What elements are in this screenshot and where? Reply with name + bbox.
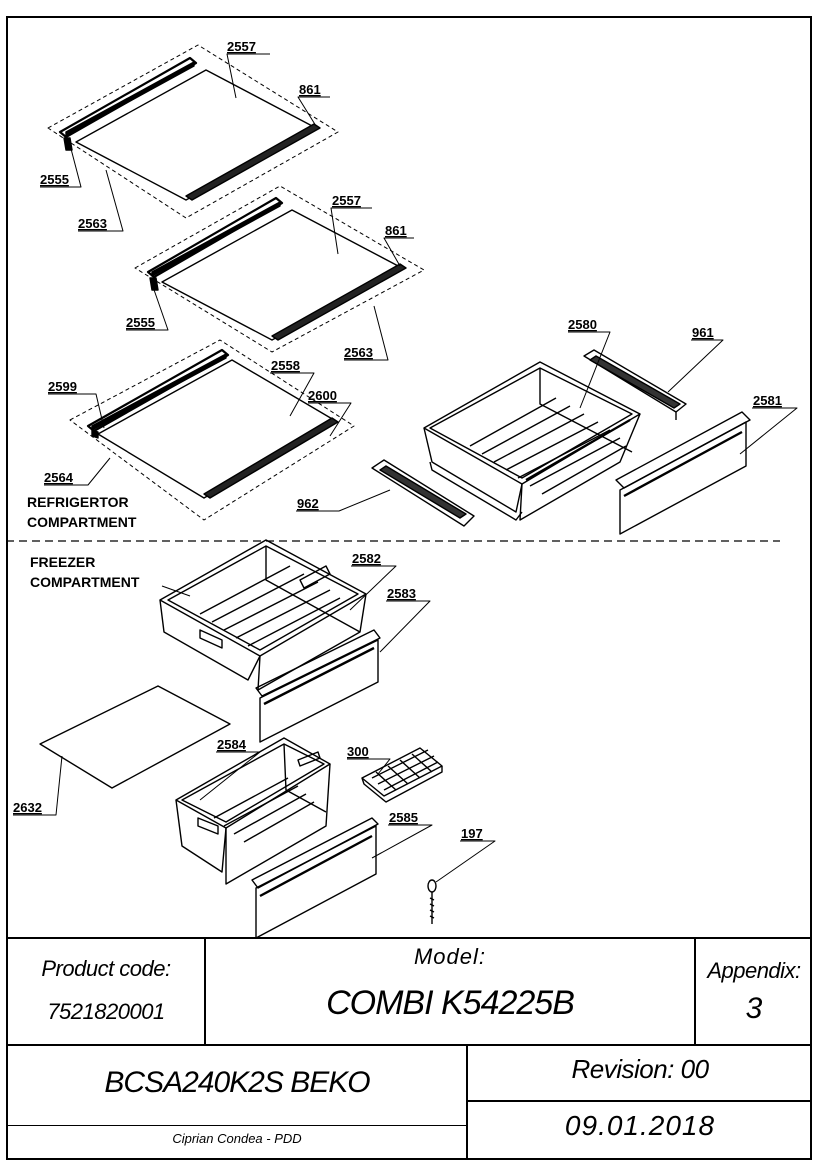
- leader-lines: [13, 53, 798, 883]
- callout-961: 961: [692, 325, 714, 340]
- callout-2563-b: 2563: [344, 345, 373, 360]
- appendix-value: 3: [745, 992, 763, 1025]
- product-name: BCSA240K2S BEKO: [104, 1066, 370, 1099]
- callout-861-a: 861: [299, 82, 321, 97]
- drawer-rail-962: [371, 459, 475, 527]
- callout-2564: 2564: [44, 470, 74, 485]
- revision: Revision: 00: [571, 1054, 709, 1084]
- callout-2599: 2599: [48, 379, 77, 394]
- freezer-drawer-2: [175, 737, 331, 885]
- zone-refrigerator-line1: REFRIGERTOR: [27, 494, 129, 510]
- glass-shelf-2: [134, 185, 425, 353]
- model-value: COMBI K54225B: [326, 984, 575, 1022]
- date: 09.01.2018: [564, 1110, 716, 1141]
- drawer-rail-961: [583, 349, 687, 420]
- ice-tray-300: [361, 747, 443, 803]
- callout-300: 300: [347, 744, 369, 759]
- product-code-value: 7521820001: [47, 999, 165, 1024]
- callout-2581: 2581: [753, 393, 782, 408]
- author: Ciprian Condea - PDD: [172, 1131, 302, 1146]
- callout-962: 962: [297, 496, 319, 511]
- callout-197: 197: [461, 826, 483, 841]
- glass-shelf-3: [69, 339, 355, 521]
- freezer-drawer-1: [159, 539, 367, 691]
- freezer-front-2585: [251, 817, 379, 939]
- crisper-front-2581: [615, 411, 751, 535]
- key-197: [427, 879, 437, 924]
- product-code-label: Product code:: [41, 956, 171, 981]
- freezer-front-2583: [255, 629, 381, 743]
- part-callouts: 2557 861 2555 2563 2557 861 2555 2563 25…: [13, 39, 782, 841]
- zone-freezer-line1: FREEZER: [30, 554, 95, 570]
- callout-2557-b: 2557: [332, 193, 361, 208]
- callout-2585: 2585: [389, 810, 418, 825]
- zone-freezer-line2: COMPARTMENT: [30, 574, 140, 590]
- glass-shelf-1: [47, 44, 339, 219]
- callout-2583: 2583: [387, 586, 416, 601]
- callout-2582: 2582: [352, 551, 381, 566]
- model-label: Model:: [413, 944, 487, 969]
- zone-labels: REFRIGERTOR COMPARTMENT FREEZER COMPARTM…: [27, 494, 140, 590]
- crisper-drawer: [423, 361, 641, 521]
- callout-2584: 2584: [217, 737, 247, 752]
- freezer-tray-2632: [39, 685, 231, 789]
- appendix-label: Appendix:: [707, 958, 801, 983]
- callout-2555-a: 2555: [40, 172, 69, 187]
- exploded-parts-diagram: 2557 861 2555 2563 2557 861 2555 2563 25…: [6, 39, 798, 939]
- callout-2580: 2580: [568, 317, 597, 332]
- callout-2555-b: 2555: [126, 315, 155, 330]
- callout-861-b: 861: [385, 223, 407, 238]
- callout-2557-a: 2557: [227, 39, 256, 54]
- drawing-sheet: [6, 16, 812, 1160]
- callout-2558: 2558: [271, 358, 300, 373]
- callout-2563-a: 2563: [78, 216, 107, 231]
- callout-2600: 2600: [308, 388, 337, 403]
- zone-refrigerator-line2: COMPARTMENT: [27, 514, 137, 530]
- callout-2632: 2632: [13, 800, 42, 815]
